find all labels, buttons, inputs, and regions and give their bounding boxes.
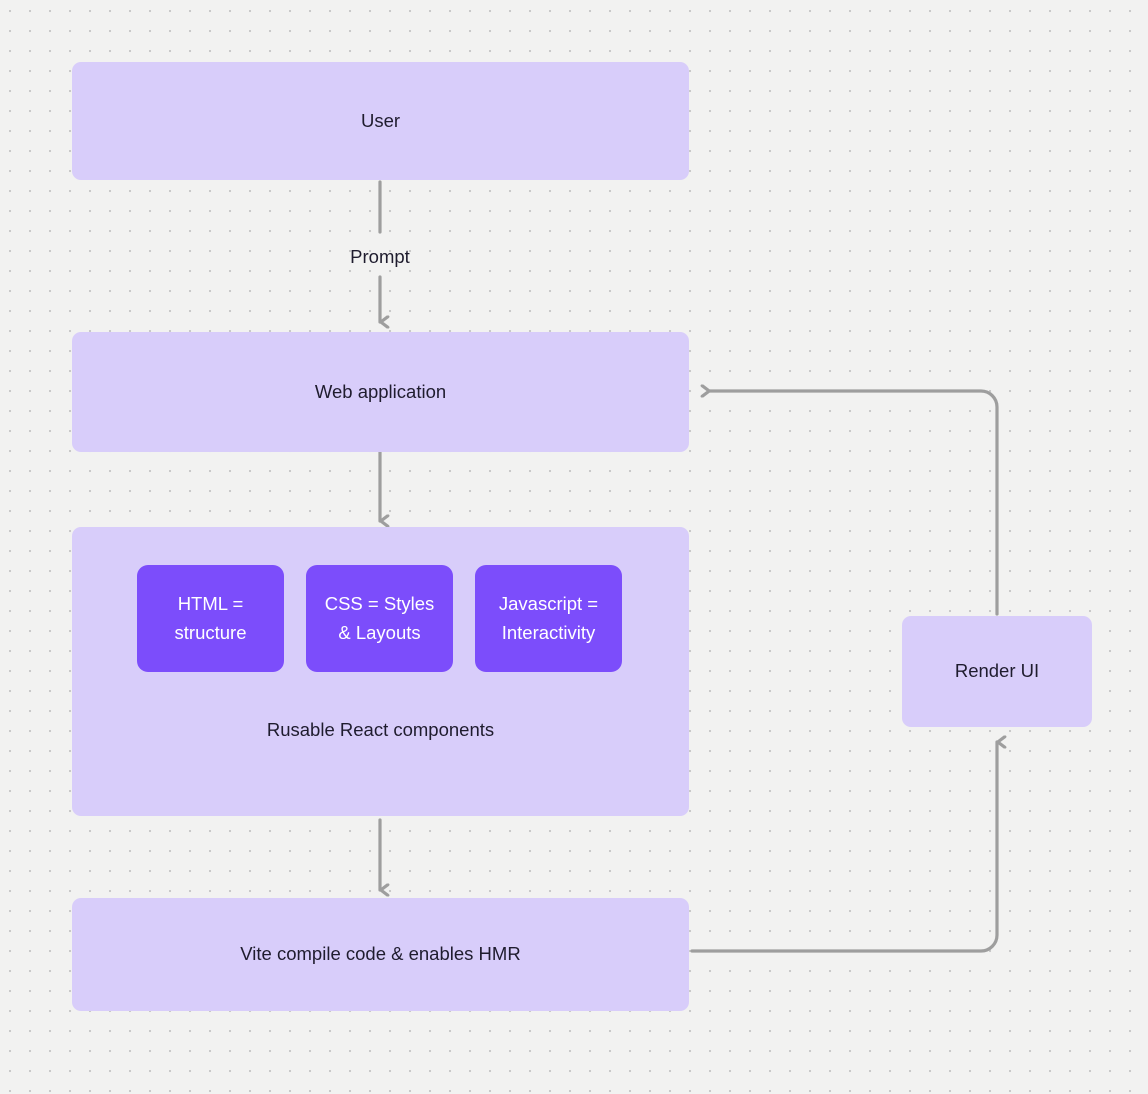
node-render-ui-label: Render UI — [954, 660, 1040, 682]
node-components-group-label-text: Rusable React components — [266, 719, 495, 740]
node-javascript-line1: Javascript = — [498, 592, 599, 614]
node-web-application-label: Web application — [314, 380, 447, 402]
edge-label-prompt: Prompt — [330, 246, 430, 268]
node-vite[interactable]: Vite compile code & enables HMR — [72, 898, 689, 1011]
node-user[interactable]: User — [72, 62, 689, 180]
node-user-label: User — [360, 109, 401, 131]
inner-node-row: HTML = structure CSS = Styles & Layouts … — [137, 565, 622, 672]
node-html[interactable]: HTML = structure — [137, 565, 284, 672]
node-javascript-line2: Interactivity — [501, 621, 596, 643]
node-css-line2: & Layouts — [338, 621, 421, 643]
node-css-line1: CSS = Styles — [324, 592, 435, 614]
node-web-application[interactable]: Web application — [72, 332, 689, 452]
node-html-line2: structure — [174, 621, 247, 643]
node-components-group-label: Rusable React components — [72, 719, 689, 741]
node-render-ui[interactable]: Render UI — [902, 616, 1092, 727]
edge-vite-to-render-ui — [690, 742, 997, 953]
edge-render-ui-to-web-application — [710, 391, 999, 616]
edge-label-prompt-text: Prompt — [350, 246, 410, 267]
node-css[interactable]: CSS = Styles & Layouts — [306, 565, 453, 672]
node-vite-label: Vite compile code & enables HMR — [240, 943, 521, 965]
node-html-line1: HTML = — [177, 592, 244, 614]
node-javascript[interactable]: Javascript = Interactivity — [475, 565, 622, 672]
